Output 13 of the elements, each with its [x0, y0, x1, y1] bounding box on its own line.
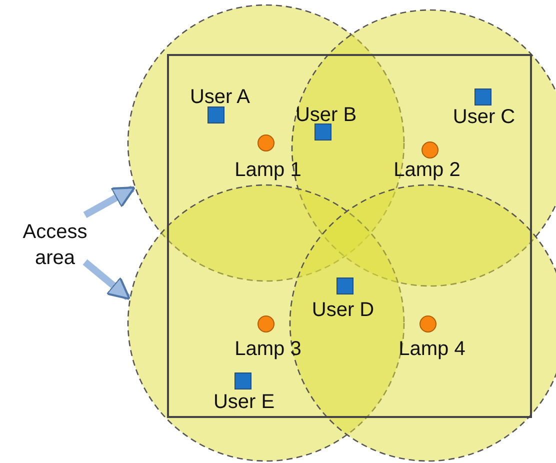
user-label: User B — [295, 105, 357, 125]
arrow — [82, 259, 131, 300]
lamp-label: Lamp 1 — [234, 160, 302, 180]
user-label: User E — [213, 392, 275, 412]
user-label: User A — [190, 87, 250, 107]
lamp-label: Lamp 3 — [234, 339, 302, 359]
callout-text: Access area — [15, 219, 95, 271]
lamp-label: Lamp 2 — [394, 160, 460, 180]
arrow — [83, 186, 136, 218]
lamp-label: Lamp 4 — [398, 339, 466, 359]
user-label: User C — [452, 107, 516, 127]
room-boundary — [167, 54, 532, 418]
user-label: User D — [312, 300, 374, 320]
